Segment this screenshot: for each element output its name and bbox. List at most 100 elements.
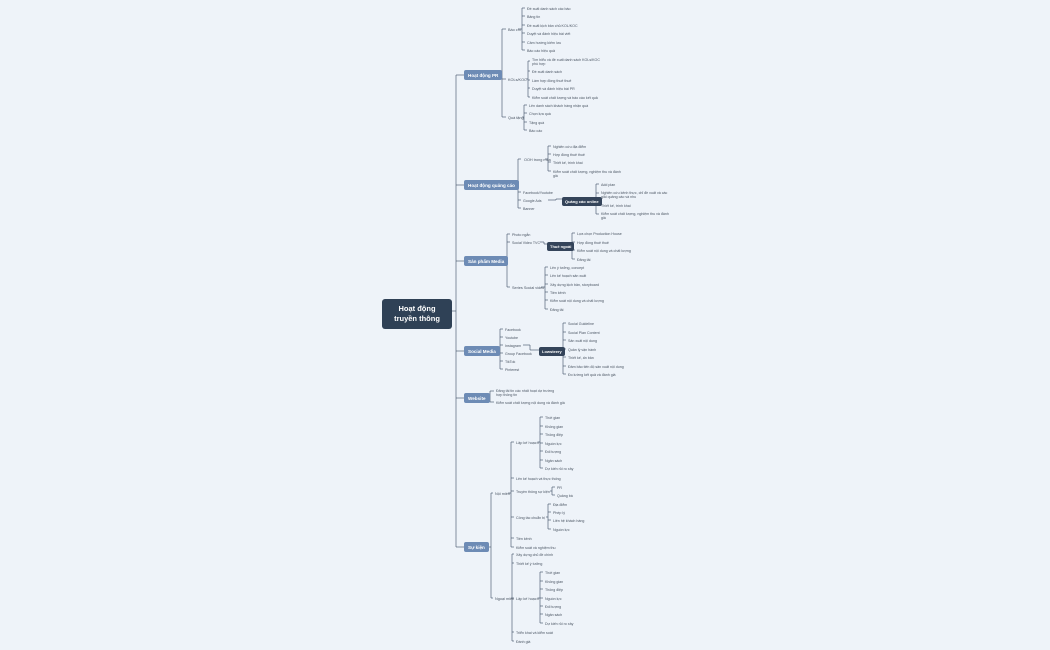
event-noimien[interactable]: Nội miền <box>495 492 510 496</box>
media-photo[interactable]: Social Video TVC <box>512 241 541 245</box>
pr-kol[interactable]: KOLs/KOC <box>508 78 527 82</box>
social-agency-group[interactable]: Lowsteery <box>539 347 565 356</box>
event-plan-item[interactable]: Không gian <box>545 425 564 429</box>
media-photo[interactable]: Photo ngắn <box>512 233 531 237</box>
event-ngoai-bottom[interactable]: Triển khai và kiểm soát <box>516 631 553 635</box>
media-outsource-item[interactable]: Đăng tải <box>577 258 591 262</box>
event-kiem-soat[interactable]: Kiểm soát và nghiệm thu <box>516 546 556 550</box>
social-agency-item[interactable]: Sản xuất nội dung <box>568 339 597 343</box>
event-plan-item[interactable]: Đối tượng <box>545 450 562 454</box>
social-channel[interactable]: Pinterest <box>505 368 520 372</box>
pr-qua-item[interactable]: Tặng quà <box>529 121 545 125</box>
social-agency-item[interactable]: Social Plan Content <box>568 331 600 335</box>
event-comm-item[interactable]: PR <box>557 486 562 490</box>
pr-baochi-item[interactable]: Đề xuất danh sách các báo <box>527 7 571 11</box>
ads-channel[interactable]: Facebook/Youtube <box>523 191 553 195</box>
media-series-item[interactable]: Lên ý tưởng, concept <box>550 266 585 270</box>
pr-baochi-item[interactable]: Bảng tin <box>527 15 541 19</box>
social-channel[interactable]: Youtube <box>505 336 519 340</box>
event-ngoai-plan-item[interactable]: Đối tượng <box>545 605 562 609</box>
media-outsource-group[interactable]: Thuê ngoài <box>547 242 575 251</box>
event-comm[interactable]: Truyền thông sự kiện <box>516 490 550 494</box>
event-tien-kenh[interactable]: Tiền kênh <box>516 537 532 541</box>
social-channel[interactable]: TikTok <box>505 360 516 364</box>
ads-ooh-item[interactable]: Thiết kế, trình khai <box>553 161 583 165</box>
media-outsource-item[interactable]: Kiểm soát nội dung và chất lượng <box>577 249 631 253</box>
media-outsource-item[interactable]: Hợp đồng thuê thuê <box>577 241 609 245</box>
media-series-item[interactable]: Đăng tải <box>550 308 564 312</box>
event-plan-item[interactable]: Thời gian <box>545 416 561 420</box>
event-prep[interactable]: Công tác chuẩn bị <box>516 516 545 520</box>
social-agency-item[interactable]: Đảm bảo tiến độ sản xuất nội dung <box>568 365 624 369</box>
pr-qua-item[interactable]: Lên danh sách khách hàng nhận quà <box>529 104 589 108</box>
event-comm-item[interactable]: Quảng bá <box>557 494 573 498</box>
pr-kol-item[interactable]: Kiểm soát chất lượng và báo cáo kết quả <box>532 96 598 100</box>
event-ngoai-plan[interactable]: Lập kế hoạch <box>516 597 539 601</box>
pr-baochi-item[interactable]: Đề xuất kịch bản chủ KOL/KOC <box>527 24 578 28</box>
pr-baochi-item[interactable]: Báo cáo hiệu quả <box>527 49 555 53</box>
media-series-item[interactable]: Xây dựng kịch bản, storyboard <box>550 283 599 287</box>
event-ngoai-plan-item[interactable]: Thời gian <box>545 571 561 575</box>
pr-qua-item[interactable]: Báo cáo <box>529 129 543 133</box>
event-ngoai-plan-item[interactable]: Ngân sách <box>545 613 563 617</box>
root-topic[interactable]: Hoạt động truyền thông <box>382 299 452 329</box>
event-prep-item[interactable]: Liên hệ khách hàng <box>553 519 585 523</box>
event-ngoai-bottom[interactable]: Đánh giá <box>516 640 531 644</box>
pr-qua-item[interactable]: Chọn lựa quà <box>529 112 551 116</box>
ads-online-item[interactable]: Thiết kế, trình khai <box>601 204 631 208</box>
event-plan-item[interactable]: Nguồn lực <box>545 442 562 446</box>
event-plan-item[interactable]: Dự kiến rủi ro xảy <box>545 467 574 471</box>
ads-ooh-item[interactable]: Kiểm soát chất lượng, nghiệm thu và đánh… <box>553 170 621 179</box>
event-plan-item[interactable]: Thông điệp <box>545 433 563 437</box>
event-ngoai-top[interactable]: Xây dựng chủ đề chính <box>516 553 554 557</box>
pr-kol-item[interactable]: Tìm hiểu và đề xuất danh sách KOLs/KOC p… <box>532 58 600 67</box>
ads-online-item[interactable]: Add plan <box>601 183 616 187</box>
event-noimien-plan[interactable]: Lập kế hoạch <box>516 441 539 445</box>
topic-pr[interactable]: Hoạt động PR <box>464 70 503 80</box>
event-ngoai-plan-item[interactable]: Không gian <box>545 580 564 584</box>
social-channel[interactable]: Facebook <box>505 328 521 332</box>
social-channel[interactable]: Instagram <box>505 344 521 348</box>
pr-kol-item[interactable]: Đề xuất danh sách <box>532 70 562 74</box>
pr-baochi-item[interactable]: Cảm hướng kiếm lưu <box>527 41 562 45</box>
ads-ooh-item[interactable]: Hợp đồng thuê thuê <box>553 153 585 157</box>
social-agency-item[interactable]: Thiết kế, ấn bản <box>568 356 594 360</box>
event-prep-item[interactable]: Nguồn lực <box>553 528 570 532</box>
topic-social[interactable]: Social Media <box>464 346 500 356</box>
event-prep-item[interactable]: Phép lý <box>553 511 565 515</box>
social-channel[interactable]: Group Facebook <box>505 352 532 356</box>
ads-online-item[interactable]: Kiểm soát chất lượng, nghiệm thu và đánh… <box>601 212 669 221</box>
media-series-item[interactable]: Lên kế hoạch sản xuất <box>550 274 587 278</box>
media-outsource-item[interactable]: Lựa chọn Production House <box>577 232 622 236</box>
pr-kol-item[interactable]: Duyệt và đánh hiệu bài PR <box>532 87 575 91</box>
topic-media[interactable]: Sản phẩm Media <box>464 256 509 266</box>
pr-baochi-item[interactable]: Duyệt và đánh hiệu bài viết <box>527 32 571 36</box>
pr-kol-item[interactable]: Làm hợp đồng thuê thuê <box>532 79 572 83</box>
pr-qua[interactable]: Quà tặng <box>508 116 524 120</box>
topic-website[interactable]: Website <box>464 393 490 403</box>
event-logistics[interactable]: Lên kế hoạch và thực thống <box>516 477 561 481</box>
media-series-item[interactable]: Tiền kênh <box>550 291 566 295</box>
ads-ooh[interactable]: OOH trong mùa <box>524 158 551 162</box>
ads-online-group[interactable]: Quảng cáo online <box>562 197 602 206</box>
ads-channel[interactable]: Banner <box>523 207 535 211</box>
event-ngoai-top[interactable]: Thiết kế ý tưởng <box>516 562 543 566</box>
website-item[interactable]: Đăng tải tin các nhất hoạt dự trường hợp… <box>496 389 555 398</box>
event-ngoai-plan-item[interactable]: Nguồn lực <box>545 597 562 601</box>
event-ngoaimien[interactable]: Ngoại miền <box>495 597 515 601</box>
social-agency-item[interactable]: Đo lường kết quả và đánh giá <box>568 373 616 377</box>
topic-event[interactable]: Sự kiện <box>464 542 489 552</box>
event-prep-item[interactable]: Địa điểm <box>553 503 568 507</box>
social-agency-item[interactable]: Social Guideline <box>568 322 594 326</box>
media-series[interactable]: Series Social video <box>512 286 545 290</box>
media-series-item[interactable]: Kiểm soát nội dung và chất lượng <box>550 299 604 303</box>
social-agency-item[interactable]: Quản lý vận hành <box>568 348 597 352</box>
website-item[interactable]: Kiểm soát chất lượng nội dung và đánh gi… <box>496 401 565 405</box>
topic-ads[interactable]: Hoạt động quảng cáo <box>464 180 519 190</box>
pr-baochi[interactable]: Báo chí <box>508 28 521 32</box>
ads-online-item[interactable]: Nghiên cứu kênh thực, chỉ đề xuất và các… <box>601 191 668 200</box>
ads-channel[interactable]: Google Ads <box>523 199 542 203</box>
event-ngoai-plan-item[interactable]: Dự kiến rủi ro xảy <box>545 622 574 626</box>
event-plan-item[interactable]: Ngân sách <box>545 459 563 463</box>
ads-ooh-item[interactable]: Nghiên cứu địa điểm <box>553 145 587 149</box>
